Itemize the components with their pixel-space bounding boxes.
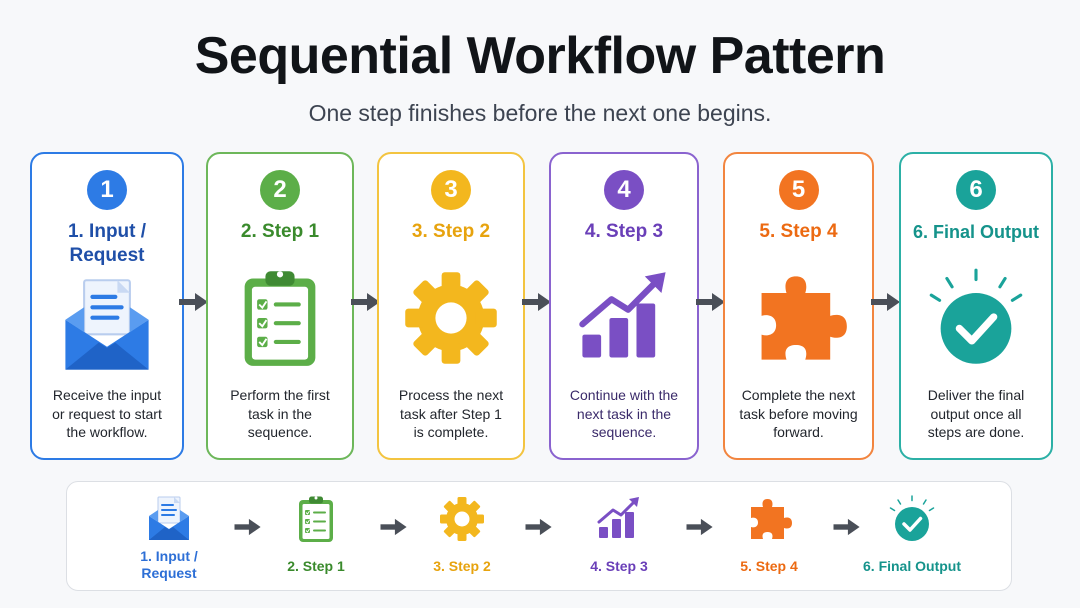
summary-item-step-2: 3. Step 2 [407, 494, 517, 575]
step-description-line: Perform the first [230, 387, 330, 403]
step-description: Receive the input or request to start th… [42, 386, 172, 442]
puzzle-piece-icon [744, 494, 794, 544]
step-card-step-2: 3 3. Step 2 Process the next task after … [377, 152, 525, 460]
summary-label-line: 1. Input / [140, 548, 198, 564]
puzzle-piece-icon [747, 266, 851, 370]
step-description-line: Continue with the [569, 387, 679, 403]
step-description-line: task after Step 1 [400, 405, 502, 422]
bar-chart-trend-icon [572, 266, 676, 370]
step-description-line: Complete the next [741, 387, 856, 403]
clipboard-checklist-icon [291, 494, 341, 544]
step-card-step-3: 4 4. Step 3 Continue with the next task … [549, 152, 699, 460]
step-title: 4. Step 3 [584, 221, 664, 242]
step-card-step-4: 5 5. Step 4 Complete the next task befor… [723, 152, 874, 460]
arrow-right-icon [696, 292, 726, 312]
summary-label: 4. Step 3 [590, 558, 648, 574]
summary-item-final-output: 6. Final Output [847, 494, 977, 575]
summary-item-step-3: 4. Step 3 [564, 494, 674, 575]
arrow-right-icon [524, 518, 554, 536]
arrow-right-icon [685, 518, 715, 536]
arrow-right-icon [379, 518, 409, 536]
step-description-line: steps are done. [927, 424, 1025, 440]
step-description-line: output once all [930, 405, 1022, 422]
step-number-badge: 3 [431, 170, 471, 210]
step-description-line: is complete. [413, 424, 489, 440]
step-title: 1. Input / Request [38, 220, 176, 268]
summary-label-line: Request [141, 565, 197, 581]
step-description: Process the next task after Step 1 is co… [389, 386, 513, 442]
step-description-line: Deliver the final [927, 387, 1025, 403]
gear-icon [399, 266, 503, 370]
clipboard-checklist-icon [228, 266, 332, 370]
arrow-right-icon [179, 292, 209, 312]
step-number-badge: 4 [604, 170, 644, 210]
gear-icon [437, 494, 487, 544]
step-description-line: next task in the [576, 405, 672, 422]
step-number-badge: 6 [956, 170, 996, 210]
page-subtitle: One step finishes before the next one be… [308, 100, 772, 126]
step-title: 6. Final Output [913, 222, 1039, 242]
step-description-line: sequence. [247, 424, 313, 440]
summary-item-step-1: 2. Step 1 [261, 494, 371, 575]
step-card-step-1: 2 2. Step 1 Perform the first task in th… [206, 152, 354, 460]
step-title: 2. Step 1 [240, 221, 320, 242]
step-description-line: forward. [773, 424, 824, 440]
step-description-line: the workflow. [66, 424, 148, 440]
step-description-line: task in the [248, 405, 312, 422]
step-description-line: sequence. [591, 424, 657, 440]
step-description-line: Process the next [398, 387, 504, 403]
step-description-line: task before moving [739, 405, 858, 422]
summary-item-step-4: 5. Step 4 [714, 494, 824, 575]
step-title-line: 1. Input / [67, 221, 147, 242]
bar-chart-trend-icon [594, 494, 644, 544]
summary-label: 2. Step 1 [287, 558, 345, 574]
summary-item-input: 1. Input / Request [114, 494, 224, 582]
step-description-line: or request to start [52, 405, 162, 422]
step-description: Perform the first task in the sequence. [218, 386, 342, 442]
summary-label: 3. Step 2 [433, 558, 491, 574]
step-title: 3. Step 2 [411, 221, 491, 242]
step-card-final-output: 6 6. Final Output Deliver the final outp… [899, 152, 1053, 460]
step-description: Continue with the next task in the seque… [561, 386, 687, 442]
arrow-right-icon [871, 292, 901, 312]
check-circle-icon [887, 494, 937, 544]
step-card-input: 1 1. Input / Request Receive the input o… [30, 152, 184, 460]
step-title: 5. Step 4 [759, 221, 838, 242]
page-title: Sequential Workflow Pattern [194, 27, 886, 85]
step-number-badge: 5 [778, 170, 819, 210]
step-description-line: Receive the input [52, 387, 162, 403]
summary-label: 6. Final Output [863, 558, 961, 574]
envelope-document-icon [55, 274, 159, 378]
summary-label: 5. Step 4 [740, 558, 798, 574]
step-description: Deliver the final output once all steps … [911, 386, 1041, 442]
step-number-badge: 2 [260, 170, 300, 210]
summary-strip: 1. Input / Request 2. Step 1 3. Step 2 4… [66, 481, 1012, 591]
arrow-right-icon [522, 292, 552, 312]
step-number-badge: 1 [87, 170, 127, 210]
check-circle-icon [924, 266, 1028, 370]
envelope-document-icon [144, 494, 194, 544]
arrow-right-icon [233, 518, 263, 536]
step-title-line: Request [69, 245, 145, 266]
summary-label: 1. Input / Request [114, 548, 224, 582]
step-description: Complete the next task before moving for… [735, 386, 862, 442]
